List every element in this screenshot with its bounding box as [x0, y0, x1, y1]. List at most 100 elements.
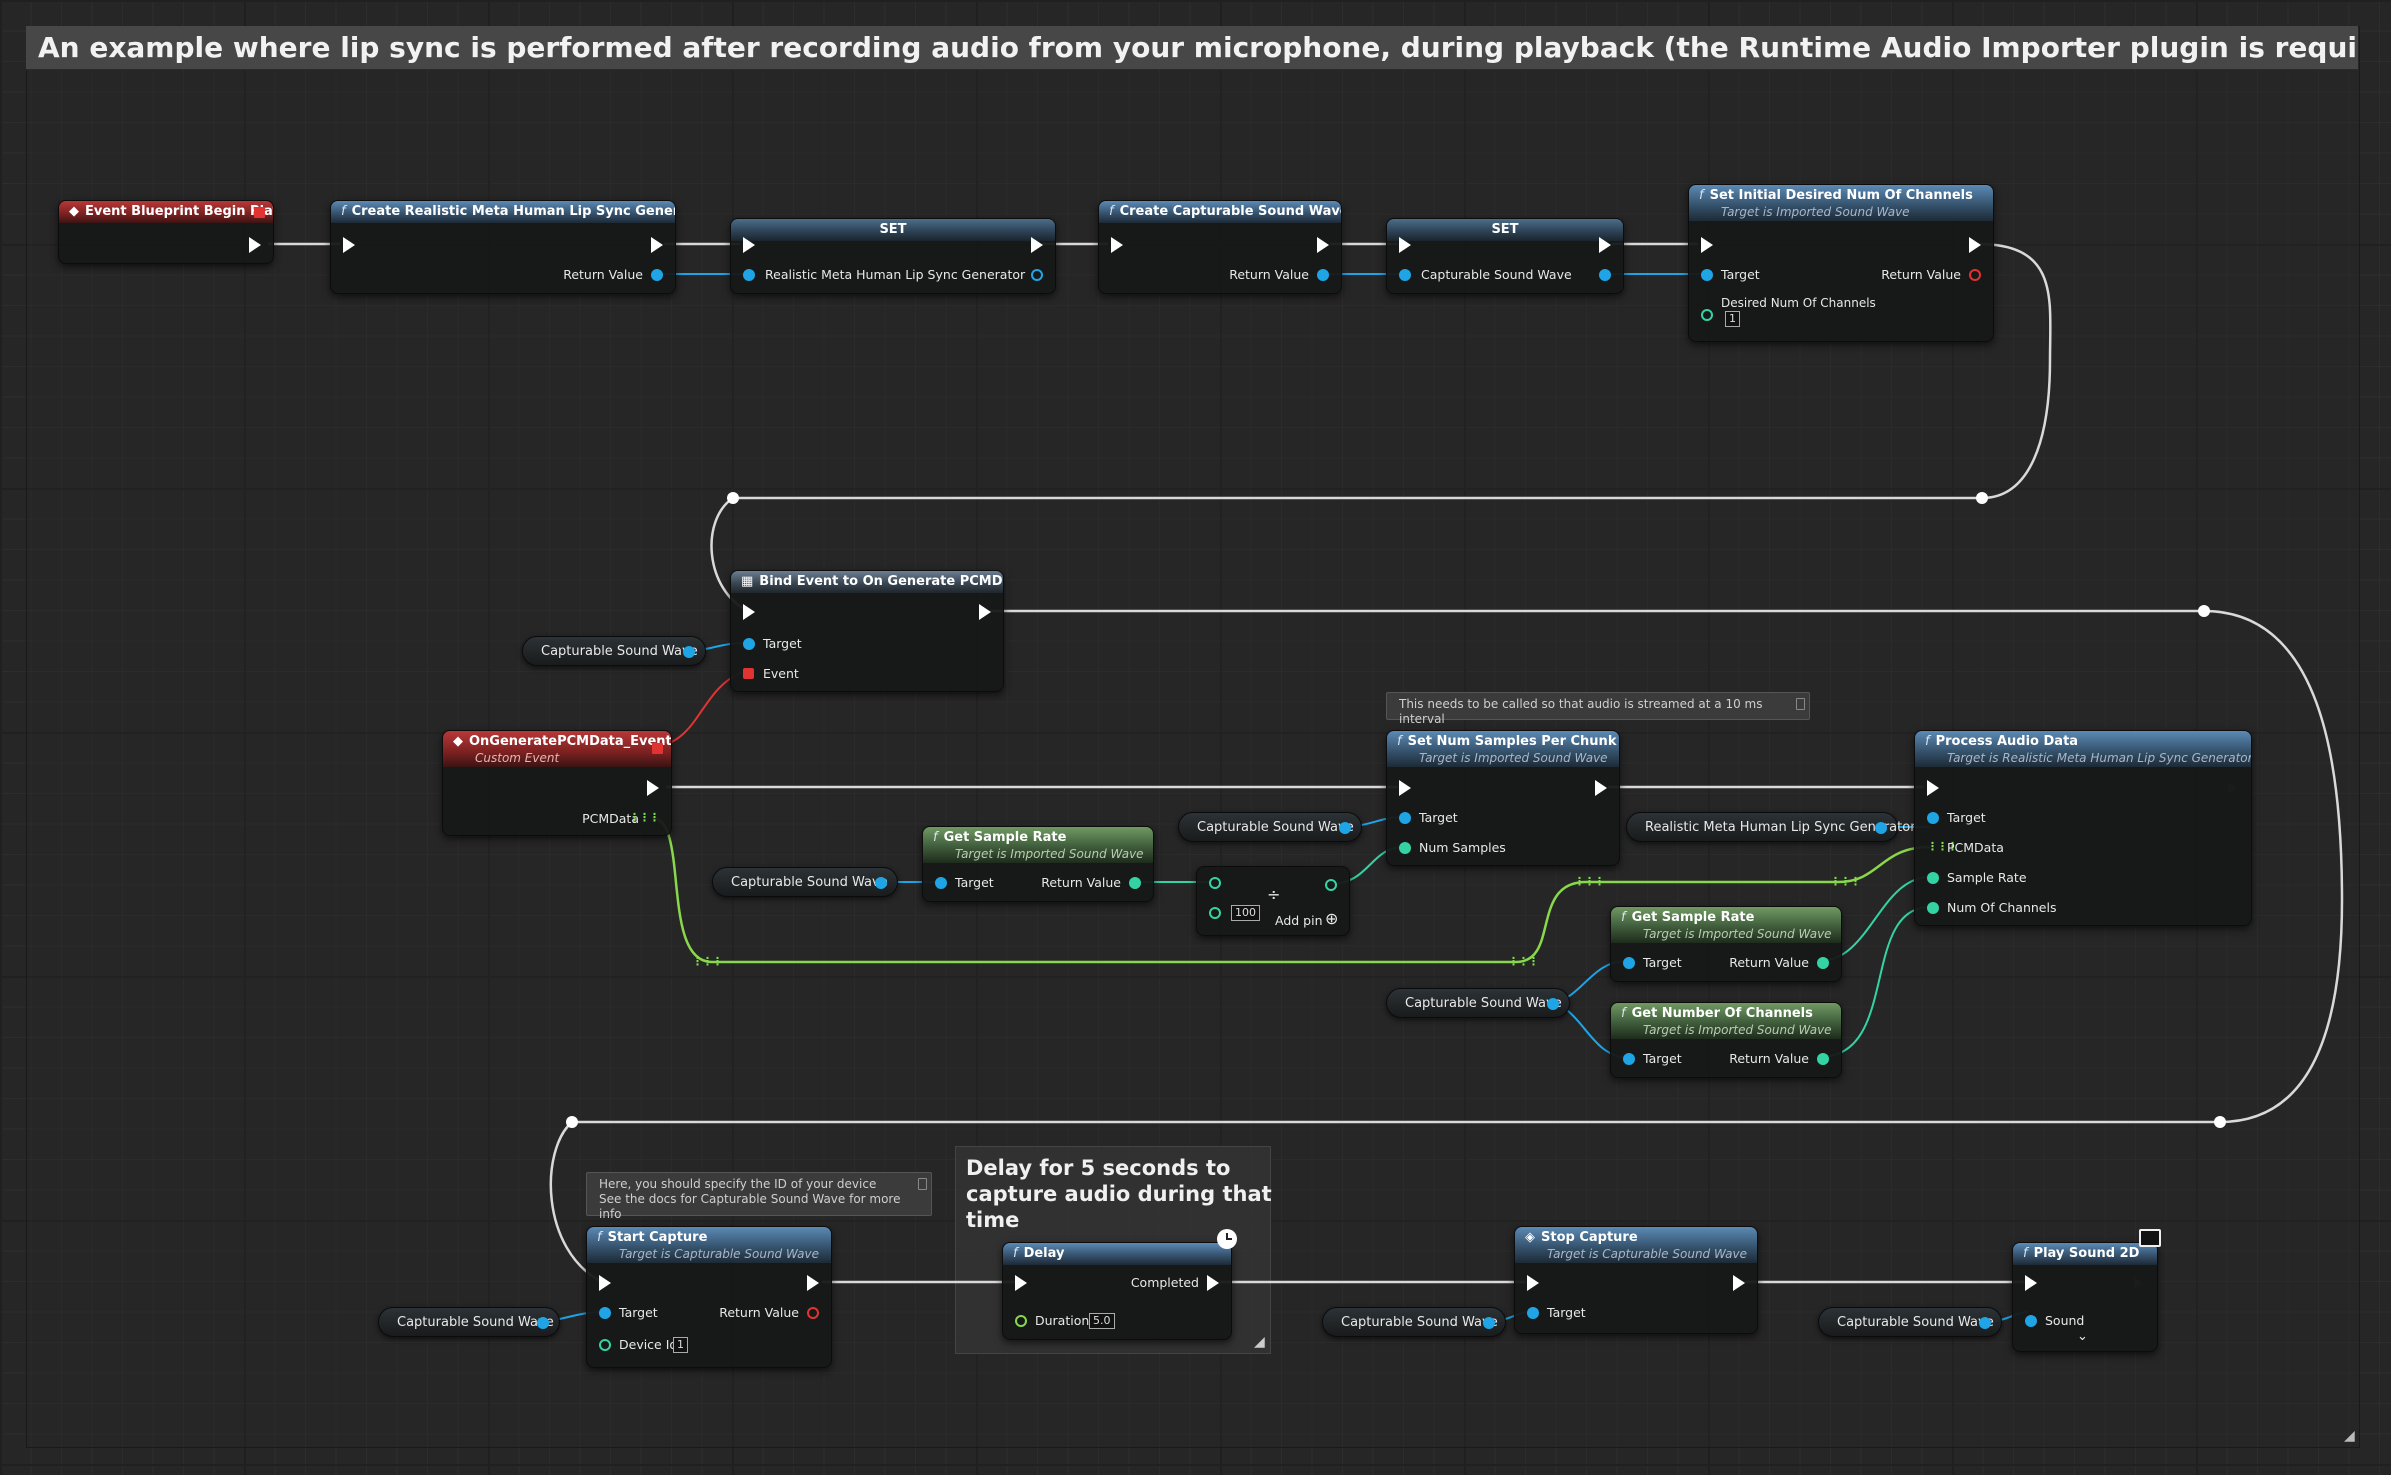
event-begin-play-node[interactable]: ◆Event Blueprint Begin Play [58, 200, 274, 264]
wave-variable-pin[interactable] [875, 877, 887, 889]
target-pin[interactable] [1927, 812, 1939, 824]
wave-variable-node[interactable]: Capturable Sound Wave [712, 867, 898, 897]
reroute-knot[interactable] [2214, 1116, 2226, 1128]
exec-in-pin[interactable] [1701, 237, 1713, 253]
exec-out-pin[interactable] [651, 237, 663, 253]
add-pin-label[interactable]: Add pin [1275, 913, 1323, 928]
target-pin[interactable] [1623, 1053, 1635, 1065]
duration-pin[interactable] [1015, 1315, 1027, 1327]
exec-in-pin[interactable] [599, 1275, 611, 1291]
exec-in-pin[interactable] [343, 237, 355, 253]
num-channels-pin[interactable] [1927, 902, 1939, 914]
pin-icon[interactable] [918, 1178, 927, 1190]
channels-input[interactable]: 1 [1725, 311, 1740, 327]
wave-variable-node[interactable]: Capturable Sound Wave [1178, 812, 1362, 842]
pcm-data-pin[interactable]: ⋮⋮⋮ [629, 811, 660, 824]
exec-in-pin[interactable] [1399, 237, 1411, 253]
wave-variable-pin[interactable] [683, 646, 695, 658]
set-wave-node[interactable]: SET Capturable Sound Wave [1386, 218, 1624, 294]
exec-out-pin[interactable] [807, 1275, 819, 1291]
exec-out-pin[interactable] [2133, 1275, 2145, 1291]
exec-in-pin[interactable] [1015, 1275, 1027, 1291]
wave-variable-pin[interactable] [1339, 822, 1351, 834]
wave-variable-node[interactable]: Capturable Sound Wave [378, 1307, 560, 1337]
exec-out-pin[interactable] [1317, 237, 1329, 253]
target-pin[interactable] [1701, 269, 1713, 281]
exec-out-pin[interactable] [249, 237, 261, 253]
sound-pin[interactable] [2025, 1315, 2037, 1327]
generator-variable-node[interactable]: Realistic Meta Human Lip Sync Generator [1626, 812, 1916, 842]
generator-out-pin[interactable] [1031, 269, 1043, 281]
pcm-data-pin[interactable]: ⋮⋮⋮ [1927, 840, 1958, 853]
reroute-knot[interactable] [727, 492, 739, 504]
chevron-down-icon[interactable]: ⌄ [2077, 1329, 2088, 1344]
target-pin[interactable] [1623, 957, 1635, 969]
generator-variable-pin[interactable] [1875, 822, 1887, 834]
return-value-pin[interactable] [1129, 877, 1141, 889]
exec-out-pin[interactable] [979, 604, 991, 620]
wave-variable-pin[interactable] [1547, 998, 1559, 1010]
wave-value-pin[interactable] [1399, 269, 1411, 281]
device-comment[interactable]: Here, you should specify the ID of your … [586, 1172, 932, 1221]
device-id-pin[interactable] [599, 1339, 611, 1351]
divisor-pin[interactable] [1209, 907, 1221, 919]
target-pin[interactable] [1527, 1307, 1539, 1319]
event-pin[interactable] [743, 668, 754, 679]
delegate-pin-icon[interactable] [254, 207, 265, 218]
num-samples-pin[interactable] [1399, 842, 1411, 854]
return-value-pin[interactable] [651, 269, 663, 281]
exec-in-pin[interactable] [1927, 780, 1939, 796]
device-id-input[interactable]: 1 [673, 1337, 688, 1353]
set-generator-node[interactable]: SET Realistic Meta Human Lip Sync Genera… [730, 218, 1056, 294]
reroute-knot[interactable] [566, 1116, 578, 1128]
wave-variable-node[interactable]: Capturable Sound Wave [522, 636, 706, 666]
target-pin[interactable] [599, 1307, 611, 1319]
bind-event-node[interactable]: ▦Bind Event to On Generate PCMData Targe… [730, 570, 1004, 692]
wave-variable-pin[interactable] [1483, 1317, 1495, 1329]
target-pin[interactable] [1399, 812, 1411, 824]
exec-out-pin[interactable] [1969, 237, 1981, 253]
exec-out-pin[interactable] [1599, 237, 1611, 253]
divide-node[interactable]: ÷ 100 Add pin ⊕ [1196, 866, 1350, 936]
return-value-pin[interactable] [1817, 1053, 1829, 1065]
generator-value-pin[interactable] [743, 269, 755, 281]
wave-out-pin[interactable] [1599, 269, 1611, 281]
resize-handle-icon[interactable]: ◢ [1254, 1334, 1265, 1350]
return-value-pin[interactable] [1817, 957, 1829, 969]
wave-variable-node[interactable]: Capturable Sound Wave [1818, 1307, 2002, 1337]
return-value-pin[interactable] [1317, 269, 1329, 281]
divisor-input[interactable]: 100 [1231, 905, 1260, 921]
graph-resize-icon[interactable]: ◢ [2344, 1428, 2355, 1444]
stream-comment[interactable]: This needs to be called so that audio is… [1386, 692, 1810, 726]
reroute-knot[interactable] [2198, 605, 2210, 617]
wave-variable-pin[interactable] [537, 1317, 549, 1329]
exec-in-pin[interactable] [1527, 1275, 1539, 1291]
exec-out-pin[interactable] [1031, 237, 1043, 253]
exec-out-pin[interactable] [2227, 780, 2239, 796]
wave-variable-node[interactable]: Capturable Sound Wave [1386, 988, 1570, 1018]
exec-in-pin[interactable] [1399, 780, 1411, 796]
delegate-pin-icon[interactable] [652, 743, 663, 754]
duration-input[interactable]: 5.0 [1089, 1313, 1115, 1329]
dividend-pin[interactable] [1209, 877, 1221, 889]
target-pin[interactable] [743, 638, 755, 650]
pin-icon[interactable] [1796, 698, 1805, 710]
exec-in-pin[interactable] [743, 604, 755, 620]
channels-pin[interactable] [1701, 309, 1713, 321]
target-pin[interactable] [935, 877, 947, 889]
return-value-pin[interactable] [1969, 269, 1981, 281]
sample-rate-pin[interactable] [1927, 872, 1939, 884]
return-value-pin[interactable] [807, 1307, 819, 1319]
exec-out-pin[interactable] [1733, 1275, 1745, 1291]
